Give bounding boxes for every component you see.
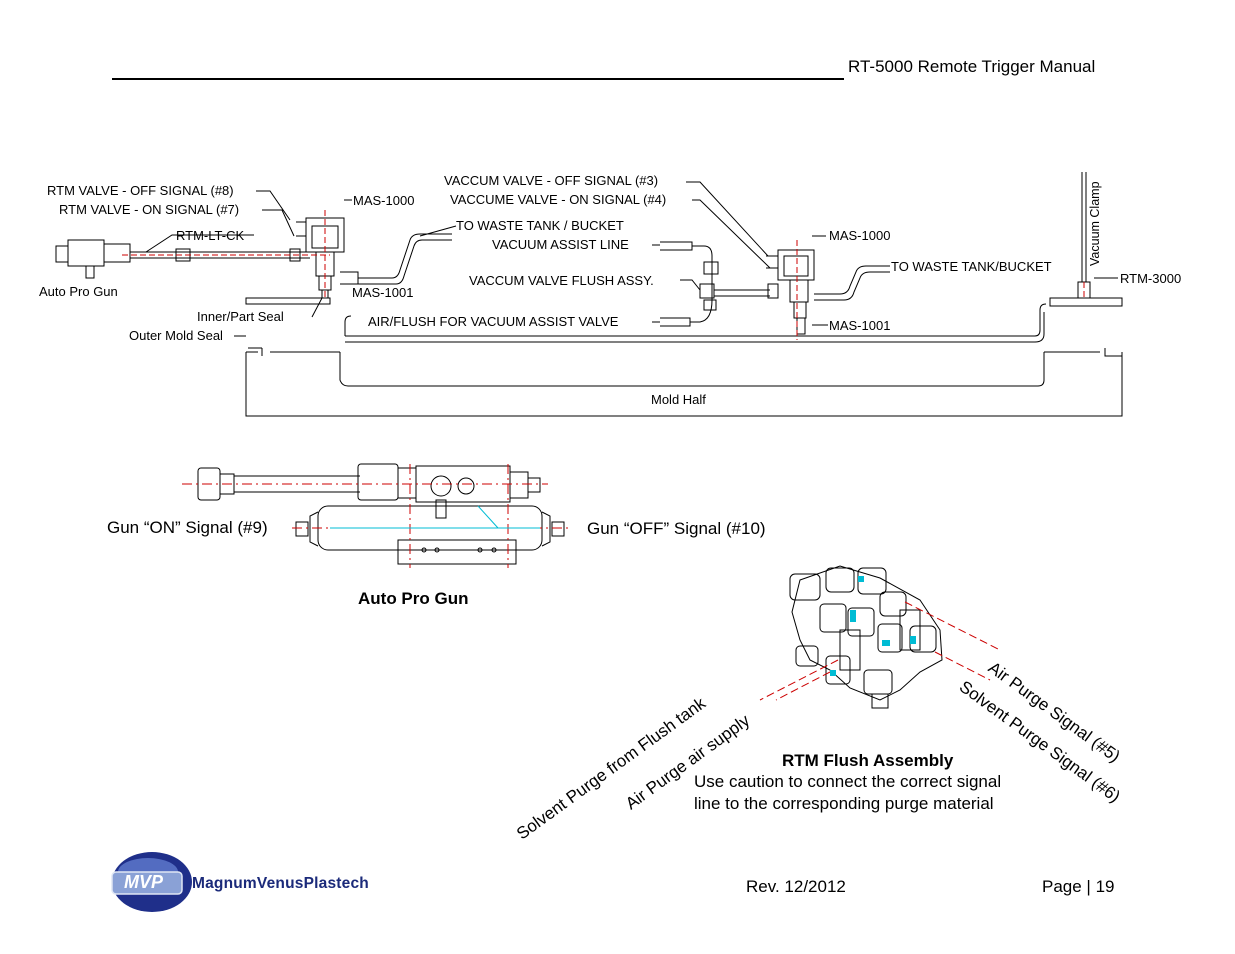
- flush-note-line1: Use caution to connect the correct signa…: [694, 772, 1002, 791]
- auto-pro-gun-drawing: [197, 463, 565, 565]
- label-air-flush: AIR/FLUSH FOR VACUUM ASSIST VALVE: [368, 314, 619, 329]
- flush-note-line2: line to the corresponding purge material: [694, 794, 994, 813]
- mold-top-plate: [245, 297, 331, 305]
- label-vacuum-assist-line: VACUUM ASSIST LINE: [492, 237, 629, 252]
- label-mas1000-left: MAS-1000: [353, 193, 415, 208]
- label-mas1001-right: MAS-1001: [829, 318, 891, 333]
- label-gun-on-signal: Gun “ON” Signal (#9): [107, 518, 268, 537]
- manual-title: RT-5000 Remote Trigger Manual: [848, 57, 1096, 76]
- label-outer-mold-seal: Outer Mold Seal: [129, 328, 223, 343]
- label-vaccum-valve-off: VACCUM VALVE - OFF SIGNAL (#3): [444, 173, 659, 188]
- label-mold-half: Mold Half: [651, 392, 706, 407]
- label-inner-part-seal: Inner/Part Seal: [197, 309, 284, 324]
- small-gun-body: [67, 239, 105, 267]
- revision-date: Rev. 12/2012: [746, 877, 846, 896]
- label-vaccume-valve-on: VACCUME VALVE - ON SIGNAL (#4): [450, 192, 667, 207]
- label-rtm-valve-off: RTM VALVE - OFF SIGNAL (#8): [47, 183, 234, 198]
- rtm-flush-assembly-title: RTM Flush Assembly: [782, 751, 954, 770]
- mold-cavity: [339, 352, 1045, 387]
- label-to-waste-tank-right: TO WASTE TANK/BUCKET: [891, 259, 1052, 274]
- label-mas1000-right: MAS-1000: [829, 228, 891, 243]
- rtm-lt-ck-line: [130, 251, 310, 259]
- waste-line-left: [358, 233, 452, 285]
- rtm-flush-assembly-drawing: [789, 565, 943, 709]
- auto-pro-gun-caption: Auto Pro Gun: [358, 589, 469, 608]
- page-number: Page | 19: [1042, 877, 1115, 896]
- label-mas1001-left: MAS-1001: [352, 285, 414, 300]
- vacuum-clamp-rod: [1081, 172, 1087, 282]
- outer-seal-line: [345, 303, 1047, 343]
- label-gun-off-signal: Gun “OFF” Signal (#10): [587, 519, 766, 538]
- label-rtm-valve-on: RTM VALVE - ON SIGNAL (#7): [59, 202, 240, 217]
- label-rtm-lt-ck: RTM-LT-CK: [176, 228, 245, 243]
- label-to-waste-tank-bucket: TO WASTE TANK / BUCKET: [456, 218, 624, 233]
- label-vaccum-valve-flush: VACCUM VALVE FLUSH ASSY.: [469, 273, 654, 288]
- mvp-logo-badge: MVP: [124, 872, 164, 892]
- label-vacuum-clamp: Vacuum Clamp: [1088, 181, 1102, 266]
- label-rtm3000: RTM-3000: [1120, 271, 1182, 286]
- label-auto-pro-gun-small: Auto Pro Gun: [39, 284, 118, 299]
- mold-half-outline: [245, 352, 1123, 417]
- header-rule: [112, 78, 844, 80]
- waste-line-right: [814, 265, 890, 301]
- mvp-logo-graphic: [111, 852, 192, 912]
- mvp-logo-text: MagnumVenusPlastech: [192, 875, 369, 892]
